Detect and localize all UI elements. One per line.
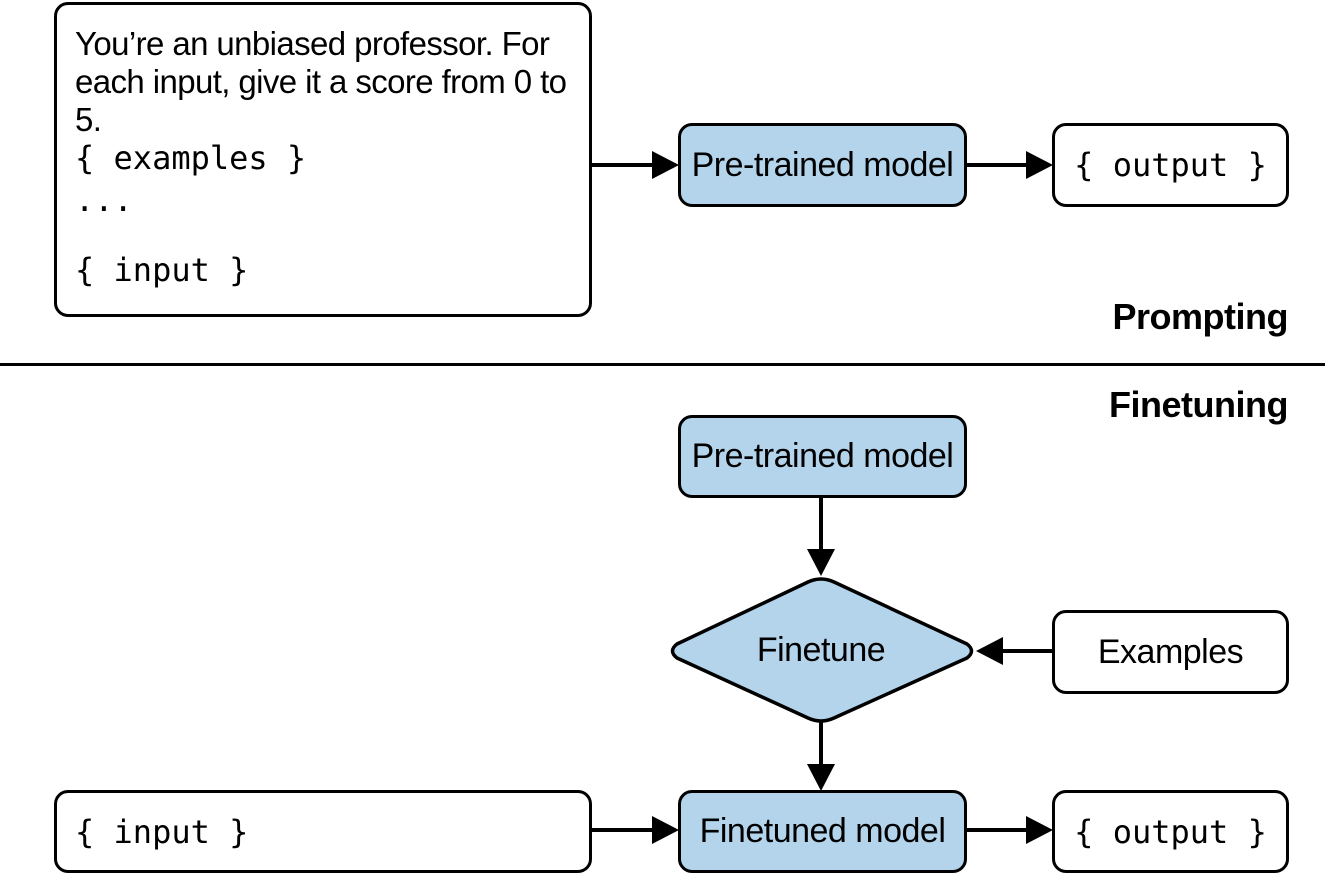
finetuned-model-label: Finetuned model xyxy=(699,812,946,850)
arrow-finetune-to-finetuned xyxy=(807,722,835,791)
arrow-examples-to-finetune xyxy=(976,637,1053,665)
finetuning-pretrained-model-label: Pre-trained model xyxy=(691,437,954,475)
finetuned-model-box: Finetuned model xyxy=(678,790,967,873)
finetune-diamond xyxy=(670,577,974,723)
arrow-model-to-output xyxy=(966,151,1053,179)
prompt-box: You’re an unbiased professor. For each i… xyxy=(54,2,592,317)
prompt-instruction-text: You’re an unbiased professor. For each i… xyxy=(75,25,567,138)
arrow-finetuned-to-output xyxy=(966,816,1053,844)
prompt-ellipsis: ... xyxy=(75,181,133,219)
finetuning-output-label: { output } xyxy=(1074,812,1267,851)
prompt-input-placeholder: { input } xyxy=(75,251,249,289)
finetuning-section-label: Finetuning xyxy=(1109,384,1288,425)
prompting-section-label: Prompting xyxy=(1112,296,1289,337)
arrow-pretrained-to-finetune xyxy=(807,497,835,576)
arrow-prompt-to-model xyxy=(592,151,679,179)
examples-box: Examples xyxy=(1052,610,1289,694)
examples-label: Examples xyxy=(1097,632,1244,671)
prompt-examples-placeholder: { examples } xyxy=(75,139,307,177)
finetuning-input-box: { input } xyxy=(54,790,592,873)
prompting-output-label: { output } xyxy=(1074,146,1267,184)
finetuning-pretrained-model-box: Pre-trained model xyxy=(678,415,967,498)
arrow-input-to-finetuned xyxy=(592,816,679,844)
prompting-output-box: { output } xyxy=(1052,123,1289,207)
finetuning-input-label: { input } xyxy=(75,812,249,851)
pretrained-model-box: Pre-trained model xyxy=(678,123,967,207)
pretrained-model-label: Pre-trained model xyxy=(691,145,954,184)
finetune-label: Finetune xyxy=(756,630,886,669)
section-divider xyxy=(0,363,1325,366)
finetuning-output-box: { output } xyxy=(1052,790,1289,873)
